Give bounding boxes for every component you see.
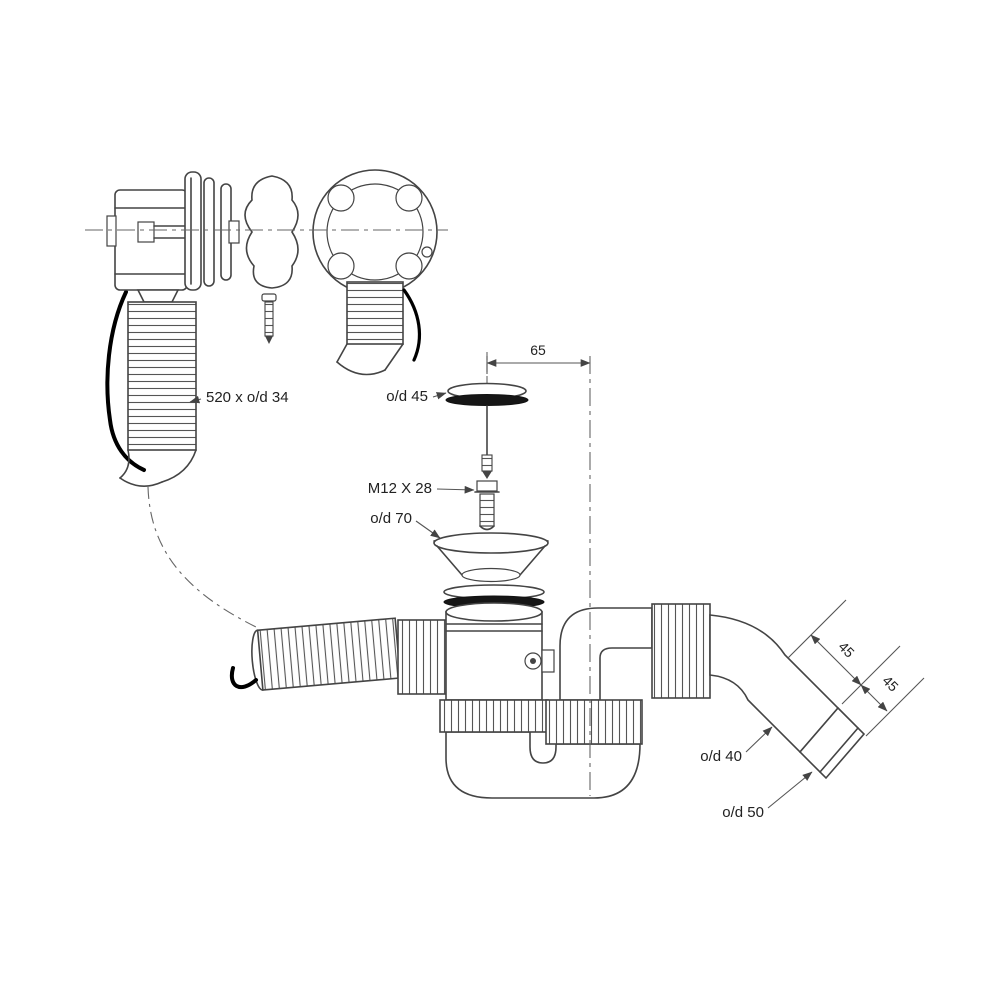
- trap-outlet-nut: [545, 699, 643, 745]
- plug-assembly: [445, 352, 529, 479]
- label-od70: o/d 70: [370, 510, 441, 539]
- plug-stem-tip: [482, 471, 492, 479]
- dim-45-first-label: 45: [835, 638, 857, 660]
- m12-screw: [474, 480, 500, 531]
- overflow-hose: [127, 301, 197, 451]
- knob-detail-circle: [421, 246, 433, 258]
- label-hose-size: 520 x o/d 34: [189, 389, 289, 406]
- socket-end: [798, 706, 866, 780]
- plug-seal: [445, 394, 529, 406]
- trap-outlet-pipe: [559, 607, 653, 701]
- knob-inner-ring: [326, 183, 424, 281]
- strainer-flange: [433, 532, 549, 583]
- overflow-outlet: [136, 289, 180, 303]
- od45-text: o/d 45: [386, 388, 428, 405]
- flexible-hose: [251, 617, 402, 691]
- label-od45: o/d 45: [386, 388, 447, 405]
- label-od40: o/d 40: [700, 726, 773, 765]
- m12-head: [476, 480, 498, 492]
- overflow-flange: [184, 171, 202, 291]
- dim-45-second-label: 45: [879, 672, 901, 694]
- overflow-screw-head: [137, 221, 155, 243]
- flange-side-view: [203, 177, 240, 287]
- label-od50: o/d 50: [722, 771, 813, 821]
- overflow-cable: [105, 290, 146, 472]
- hose-bend-right: [161, 449, 197, 483]
- elbow-nut: [651, 603, 711, 699]
- dim-65-label: 65: [530, 342, 546, 358]
- od40-text: o/d 40: [700, 748, 742, 765]
- overflow-clip: [106, 215, 117, 247]
- flexible-hose-cable: [229, 666, 258, 690]
- hose-nut: [397, 619, 447, 695]
- body-boss: [541, 649, 555, 673]
- od70-text: o/d 70: [370, 510, 412, 527]
- m12-text: M12 X 28: [368, 480, 432, 497]
- m12-thread: [479, 493, 495, 527]
- knob-side-view: [244, 175, 299, 289]
- knob-front-view: [312, 169, 438, 295]
- flange-bolt: [228, 220, 240, 244]
- fixing-screw-side: [261, 293, 277, 344]
- knob-hose: [336, 281, 422, 376]
- screw-shank: [264, 301, 274, 337]
- dim-65: 65: [486, 342, 591, 374]
- od50-text: o/d 50: [722, 804, 764, 821]
- overflow-elbow-assembly: [105, 171, 202, 487]
- guide-curve: [147, 486, 259, 629]
- screw-head: [261, 293, 277, 302]
- hose-size-text: 520 x o/d 34: [206, 389, 289, 406]
- knob-hose-cable: [402, 288, 422, 362]
- trap-inlet-nut: [439, 699, 549, 733]
- waste-body: [445, 602, 555, 701]
- screw-tip: [265, 336, 273, 344]
- hose-bend-left: [119, 449, 130, 479]
- hose-bend-end: [119, 477, 163, 487]
- label-m12: M12 X 28: [368, 480, 475, 497]
